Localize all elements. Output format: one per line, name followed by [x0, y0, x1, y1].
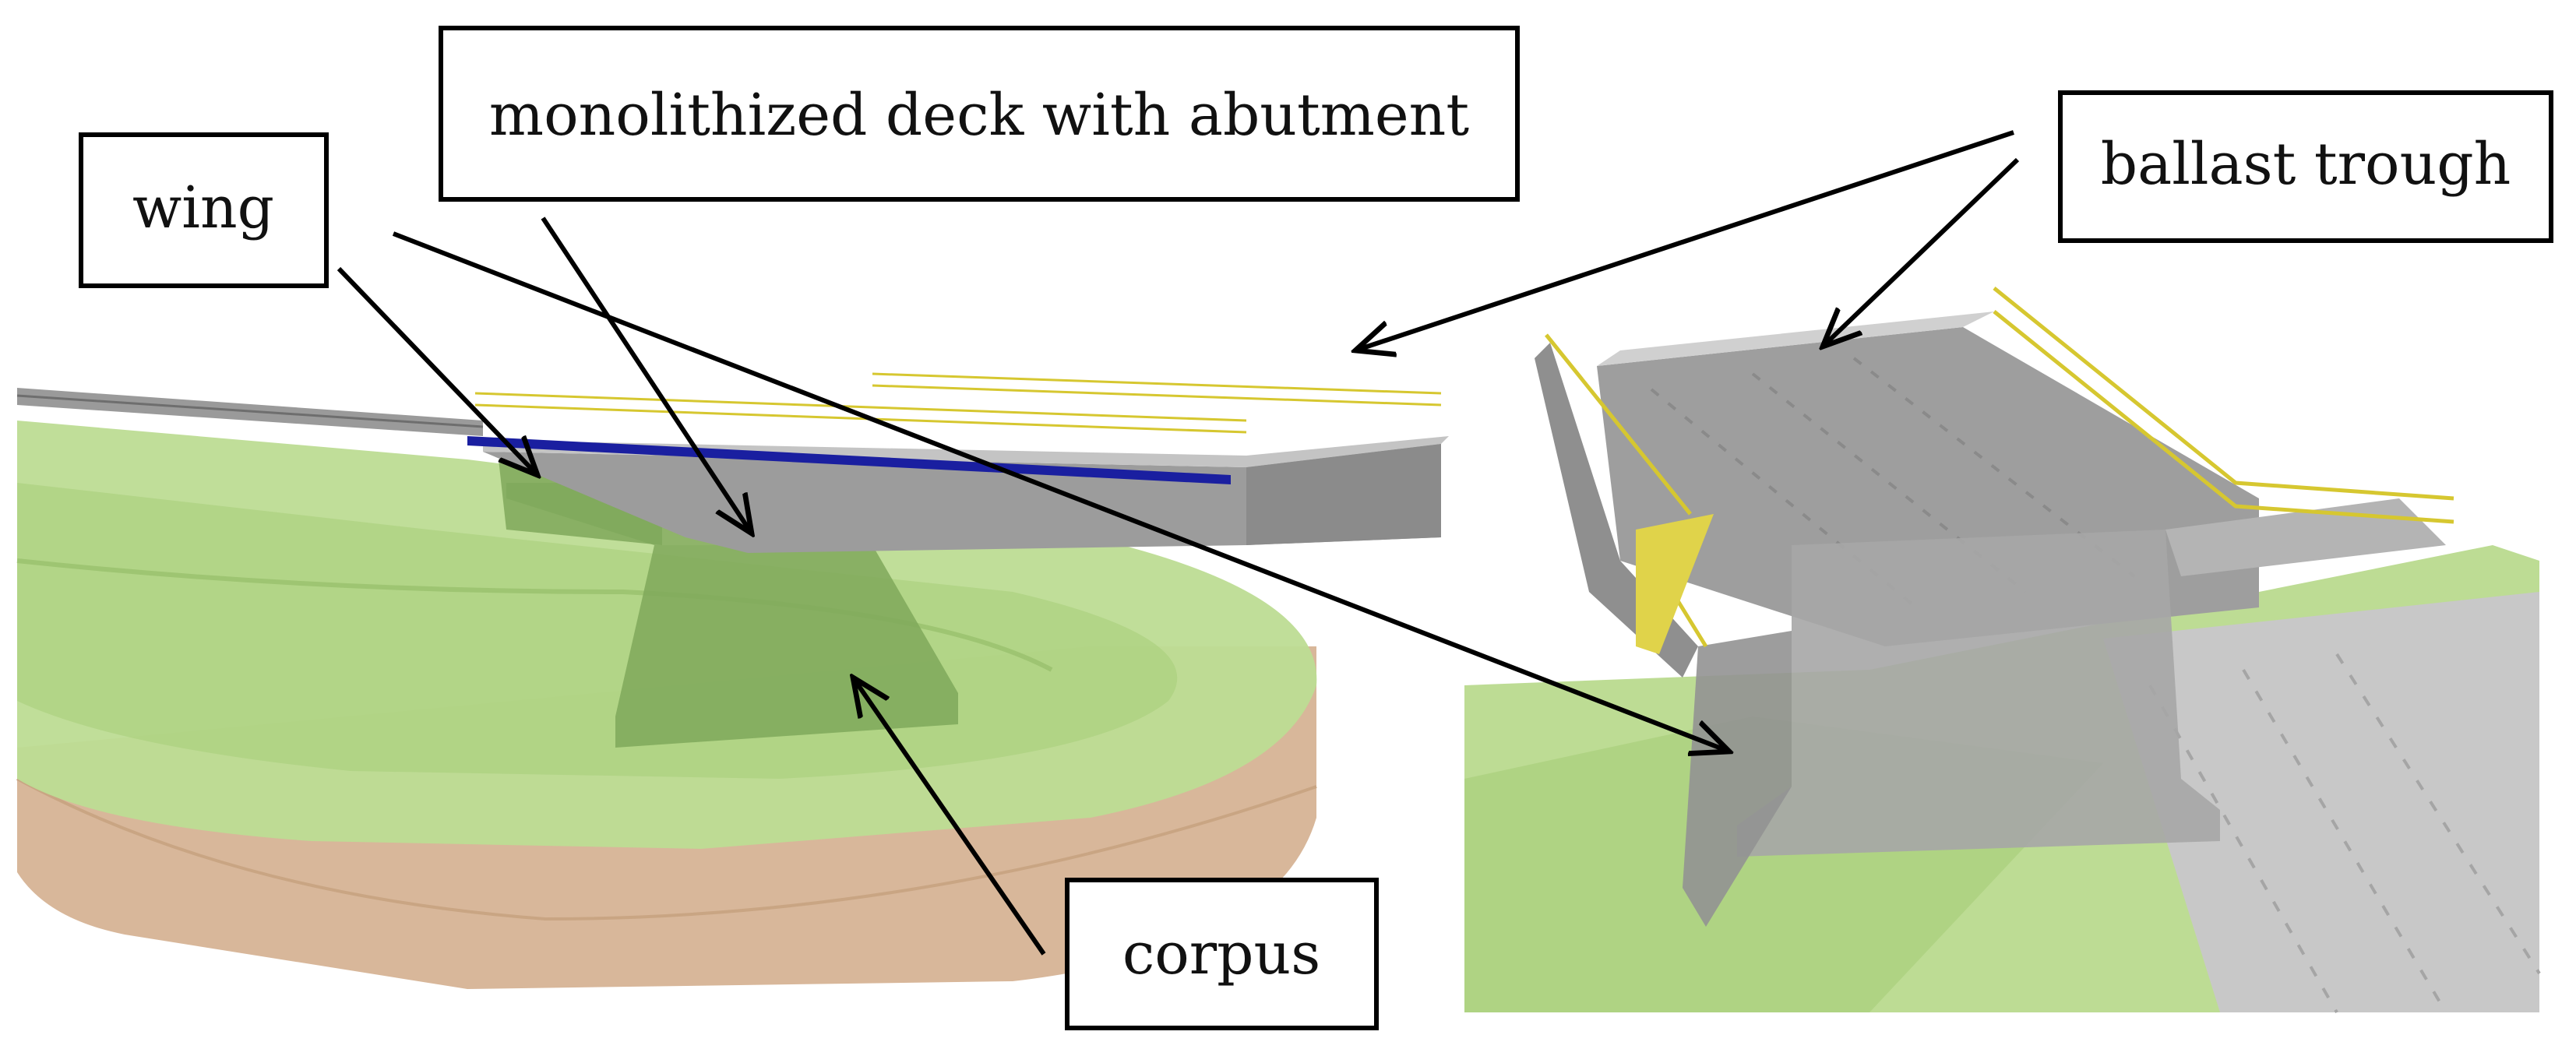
arrow-ballast-right: [1823, 157, 2020, 347]
arrow-deck: [541, 216, 752, 533]
arrow-wing-left: [337, 266, 537, 475]
arrows: [337, 130, 2020, 956]
railing-left: [474, 372, 1442, 434]
arrow-ballast-left: [1355, 130, 2014, 350]
label-wing: wing: [79, 132, 329, 288]
label-ballast: ballast trough: [2058, 90, 2553, 243]
label-wing-text: wing: [132, 174, 274, 241]
label-wing-box: [79, 132, 329, 288]
arrow-wing-right: [392, 231, 1729, 752]
blue-edge-strip: [467, 436, 1231, 484]
arrow-corpus: [853, 678, 1046, 956]
wing-left: [1535, 343, 1698, 678]
label-corpus: corpus: [1065, 878, 1379, 1030]
label-deck-text: monolithized deck with abutment: [489, 82, 1469, 149]
label-corpus-text: corpus: [1122, 921, 1320, 987]
label-deck: monolithized deck with abutment: [439, 26, 1520, 202]
label-deck-box: [439, 26, 1520, 202]
label-corpus-box: [1065, 878, 1379, 1030]
label-ballast-text: ballast trough: [2101, 131, 2511, 198]
right-render: [1464, 287, 2541, 1014]
label-ballast-box: [2058, 90, 2553, 243]
abutment-body: [1737, 530, 2220, 857]
